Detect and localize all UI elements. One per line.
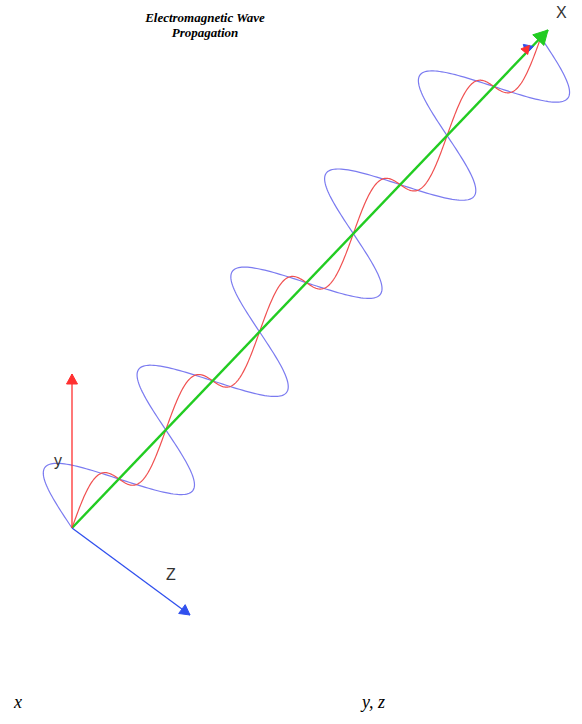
y-axis <box>71 374 72 528</box>
z-axis-arrowhead <box>179 605 190 615</box>
footer-label: y, z <box>362 692 385 713</box>
x-axis-arrowhead <box>533 30 548 45</box>
electric-arrowhead <box>521 45 529 54</box>
y-axis-arrowhead <box>67 374 78 384</box>
x-axis <box>72 30 548 528</box>
axis-label: Z <box>166 566 176 584</box>
axis-label: y <box>54 452 62 470</box>
footer-label: x <box>14 692 22 713</box>
z-axis <box>72 528 190 615</box>
diagram-title: Electromagnetic Wave Propagation <box>130 10 280 40</box>
axis-label: X <box>556 4 567 22</box>
